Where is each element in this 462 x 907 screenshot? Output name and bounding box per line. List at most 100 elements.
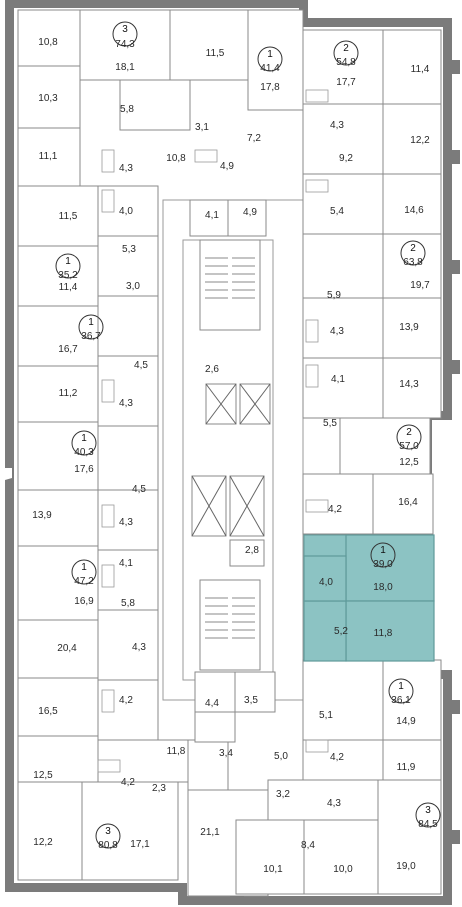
room-area-label: 4,0 bbox=[319, 577, 333, 588]
apartment-marker[interactable]: 1 41,4 bbox=[257, 46, 283, 74]
svg-text:36,7: 36,7 bbox=[81, 331, 101, 342]
svg-text:63,8: 63,8 bbox=[403, 257, 423, 268]
room-area-label: 12,2 bbox=[33, 837, 53, 848]
room-area-label: 19,7 bbox=[410, 280, 430, 291]
room-area-label: 4,3 bbox=[119, 398, 133, 409]
apartment-marker[interactable]: 2 54,8 bbox=[333, 40, 359, 68]
room-area-label: 4,4 bbox=[205, 698, 219, 709]
room-area-label: 4,2 bbox=[330, 752, 344, 763]
apartment-marker[interactable]: 2 57,0 bbox=[396, 424, 422, 452]
svg-text:1: 1 bbox=[65, 256, 71, 267]
svg-text:1: 1 bbox=[81, 562, 87, 573]
room-area-label: 4,1 bbox=[205, 210, 219, 221]
room-area-label: 11,5 bbox=[59, 211, 78, 222]
room-area-label: 4,1 bbox=[119, 558, 133, 569]
svg-text:84,5: 84,5 bbox=[418, 819, 438, 830]
svg-text:1: 1 bbox=[81, 433, 87, 444]
room-area-label: 13,9 bbox=[399, 322, 419, 333]
room-area-label: 11,5 bbox=[206, 48, 225, 59]
room-area-label: 4,3 bbox=[132, 642, 146, 653]
room-area-label: 5,8 bbox=[120, 104, 134, 115]
apartment-marker[interactable]: 1 47,2 bbox=[71, 559, 97, 587]
apartment-marker[interactable]: 2 63,8 bbox=[400, 240, 426, 268]
room-area-label: 21,1 bbox=[200, 827, 220, 838]
svg-text:2: 2 bbox=[406, 427, 412, 438]
room-area-label: 19,0 bbox=[396, 861, 416, 872]
apartment-marker[interactable]: 3 84,5 bbox=[415, 802, 441, 830]
room-area-label: 4,3 bbox=[119, 517, 133, 528]
bathroom-fixtures bbox=[97, 89, 329, 773]
room-area-label: 11,1 bbox=[39, 151, 58, 162]
room-area-label: 20,4 bbox=[57, 643, 77, 654]
room-area-label: 4,0 bbox=[119, 206, 133, 217]
room-area-label: 3,5 bbox=[244, 695, 258, 706]
room-area-label: 16,5 bbox=[38, 706, 58, 717]
room-area-label: 5,5 bbox=[323, 418, 337, 429]
room-area-label: 10,3 bbox=[38, 93, 58, 104]
svg-text:2: 2 bbox=[410, 243, 416, 254]
room-area-label: 2,6 bbox=[205, 364, 219, 375]
room-area-label: 4,2 bbox=[121, 777, 135, 788]
room-area-label: 3,1 bbox=[195, 122, 209, 133]
room-area-label: 4,9 bbox=[220, 161, 234, 172]
room-area-label: 17,8 bbox=[260, 82, 280, 93]
svg-text:54,8: 54,8 bbox=[336, 57, 356, 68]
room-area-label: 4,2 bbox=[119, 695, 133, 706]
core-rooms bbox=[189, 199, 276, 743]
room-area-label: 17,6 bbox=[74, 464, 94, 475]
room-area-label: 7,2 bbox=[247, 133, 261, 144]
windows bbox=[5, 0, 460, 904]
apartment-marker[interactable]: 1 36,7 bbox=[78, 314, 104, 342]
room-area-label: 4,3 bbox=[330, 326, 344, 337]
room-area-label: 11,9 bbox=[397, 762, 416, 773]
room-area-label: 2,3 bbox=[152, 783, 166, 794]
left-rooms bbox=[17, 9, 304, 897]
room-area-label: 18,1 bbox=[115, 62, 135, 73]
room-area-label: 5,2 bbox=[334, 626, 348, 637]
apartment-markers: 3 74,3 1 41,4 2 54,8 2 63,8 1 35,2 1 36,… bbox=[55, 21, 441, 851]
svg-text:47,2: 47,2 bbox=[74, 576, 94, 587]
room-area-label: 11,8 bbox=[374, 628, 393, 639]
svg-text:3: 3 bbox=[425, 805, 431, 816]
highlighted-apartment[interactable] bbox=[303, 534, 435, 662]
room-area-label: 18,0 bbox=[373, 582, 393, 593]
room-area-label: 5,9 bbox=[327, 290, 341, 301]
room-area-label: 10,8 bbox=[38, 37, 58, 48]
room-area-label: 4,2 bbox=[328, 504, 342, 515]
svg-text:80,8: 80,8 bbox=[98, 840, 118, 851]
apartment-marker[interactable]: 1 40,3 bbox=[71, 430, 97, 458]
room-area-label: 4,5 bbox=[132, 484, 146, 495]
room-area-label: 3,0 bbox=[126, 281, 140, 292]
room-area-label: 4,3 bbox=[327, 798, 341, 809]
room-area-label: 4,3 bbox=[330, 120, 344, 131]
svg-text:39,0: 39,0 bbox=[373, 559, 393, 570]
svg-text:74,3: 74,3 bbox=[115, 39, 135, 50]
room-area-label: 5,8 bbox=[121, 598, 135, 609]
room-area-label: 10,0 bbox=[333, 864, 353, 875]
room-area-label: 16,4 bbox=[398, 497, 418, 508]
room-area-label: 3,4 bbox=[219, 748, 233, 759]
apartment-marker[interactable]: 3 80,8 bbox=[95, 823, 121, 851]
room-area-label: 17,1 bbox=[130, 839, 150, 850]
room-area-label: 5,1 bbox=[319, 710, 333, 721]
apartment-marker[interactable]: 1 39,0 bbox=[370, 542, 396, 570]
apartment-marker[interactable]: 1 36,1 bbox=[388, 678, 414, 706]
room-area-label: 5,3 bbox=[122, 244, 136, 255]
svg-text:2: 2 bbox=[343, 43, 349, 54]
apartment-marker[interactable]: 1 35,2 bbox=[55, 253, 81, 281]
svg-text:36,1: 36,1 bbox=[391, 695, 411, 706]
room-area-label: 4,5 bbox=[134, 360, 148, 371]
svg-text:1: 1 bbox=[267, 49, 273, 60]
room-area-label: 12,5 bbox=[399, 457, 419, 468]
room-area-label: 16,9 bbox=[74, 596, 94, 607]
room-area-label: 10,1 bbox=[263, 864, 283, 875]
room-area-label: 9,2 bbox=[339, 153, 353, 164]
room-area-label: 13,9 bbox=[32, 510, 52, 521]
svg-text:1: 1 bbox=[398, 681, 404, 692]
apartment-marker[interactable]: 3 74,3 bbox=[112, 21, 138, 50]
svg-text:41,4: 41,4 bbox=[260, 63, 280, 74]
svg-text:40,3: 40,3 bbox=[74, 447, 94, 458]
stairs-top bbox=[199, 239, 261, 331]
svg-text:3: 3 bbox=[122, 24, 128, 35]
